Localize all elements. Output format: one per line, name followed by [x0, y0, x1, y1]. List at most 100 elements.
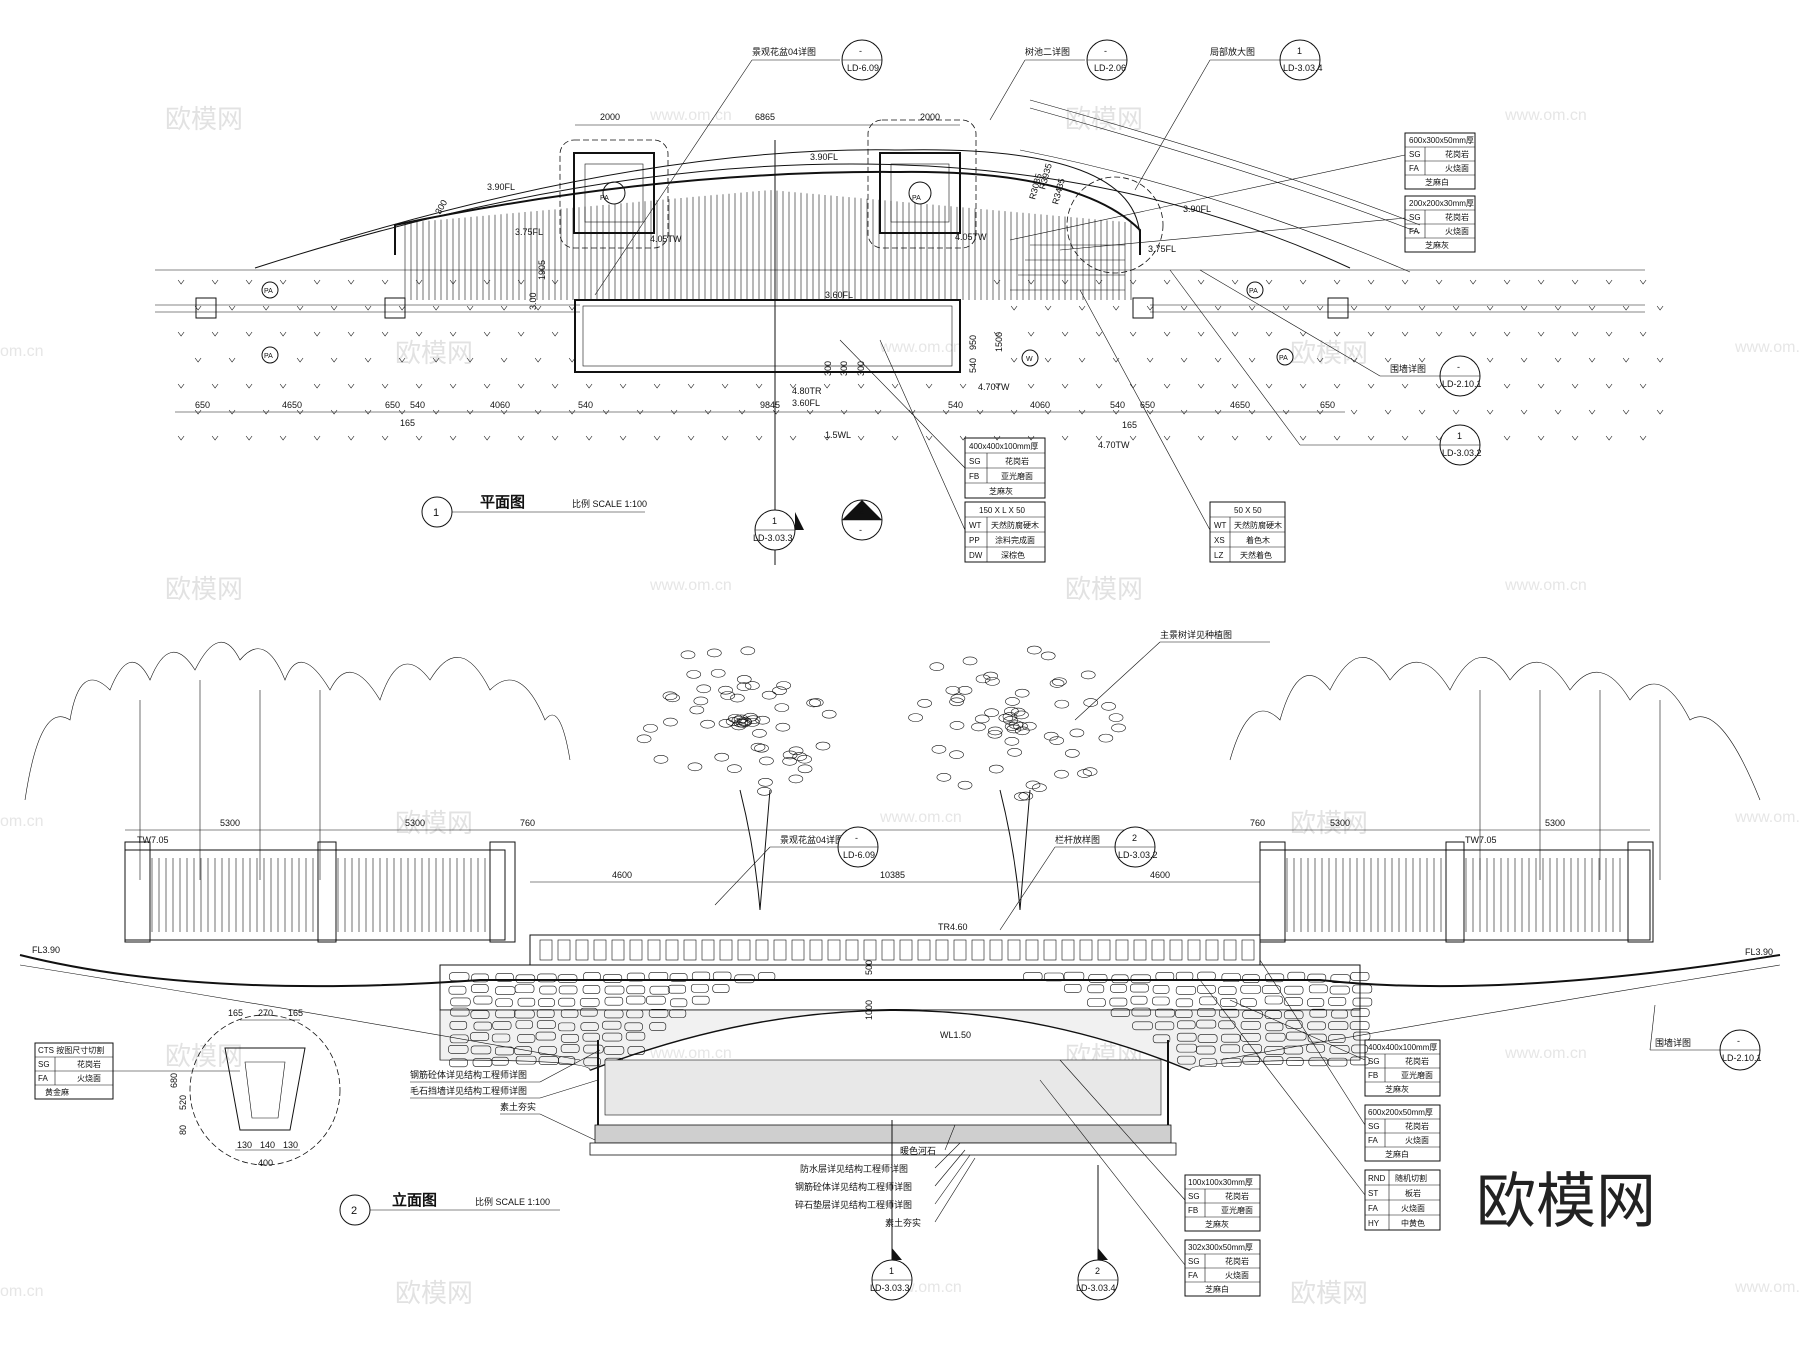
- stone: [690, 983, 709, 993]
- table-cell: WT: [1214, 521, 1227, 530]
- stone: [448, 985, 467, 995]
- level-label: TR4.60: [938, 922, 968, 932]
- stone: [1132, 1021, 1153, 1031]
- table-cell: SG: [1188, 1192, 1200, 1201]
- stone: [1308, 984, 1328, 994]
- table-cell: 花岗岩: [1405, 1121, 1429, 1131]
- leaf: [757, 787, 772, 796]
- hatch-mark: [959, 383, 967, 389]
- table-cell: FB: [1368, 1071, 1378, 1080]
- stone: [1087, 984, 1105, 994]
- stone: [604, 1009, 624, 1019]
- hatch-mark: [925, 435, 933, 441]
- hatch-mark: [1639, 331, 1647, 337]
- section-mark-top: 1: [772, 516, 777, 526]
- hatch-mark: [1554, 409, 1562, 415]
- hatch-mark: [381, 383, 389, 389]
- elevation-bridge: [439, 934, 1373, 1071]
- callout-ref-top: -: [1457, 362, 1460, 372]
- hatch-mark: [1248, 409, 1256, 415]
- hatch-mark: [1112, 409, 1120, 415]
- stone: [1221, 1058, 1242, 1067]
- watermark: 欧模网: [1065, 105, 1143, 135]
- plan-material-table: 200x200x30mm厚 SG 花岗岩 FA 火烧面 芝麻灰: [1404, 195, 1476, 253]
- stone: [602, 1032, 623, 1042]
- baluster: [539, 939, 553, 961]
- plan-planter-right: [879, 152, 961, 234]
- plan-material-table: 50 X 50 WT 天然防腐硬木 XS 着色木 LZ 天然着色: [1209, 501, 1286, 563]
- watermark: 欧模网: [395, 1279, 473, 1309]
- hatch-mark: [347, 435, 355, 441]
- hatch-mark: [313, 435, 321, 441]
- hatch-mark: [1384, 305, 1392, 311]
- callout-ref-bottom: LD-2.10.1: [1442, 379, 1482, 389]
- stone: [604, 985, 625, 995]
- hatch-mark: [1333, 331, 1341, 337]
- stone: [583, 1044, 604, 1054]
- dim-label: 400: [258, 1158, 273, 1168]
- leaf: [686, 670, 702, 679]
- baluster: [809, 939, 823, 961]
- leaf: [1026, 645, 1042, 655]
- leaf: [908, 713, 923, 722]
- elevation-ground-line: [19, 954, 1781, 988]
- table-cell: 花岗岩: [77, 1059, 101, 1069]
- leaf: [815, 741, 831, 751]
- hatch-mark: [534, 305, 542, 311]
- hatch-mark: [687, 435, 695, 441]
- baluster: [899, 939, 913, 961]
- callout-ref-top: -: [1737, 1036, 1740, 1046]
- leaf: [772, 686, 787, 696]
- hatch-mark: [177, 383, 185, 389]
- hatch-mark: [551, 383, 559, 389]
- hatch-mark: [1078, 409, 1086, 415]
- stone: [691, 995, 710, 1005]
- hatch-mark: [398, 357, 406, 363]
- elevation-title: 立面图: [392, 1191, 437, 1209]
- leaf: [1098, 733, 1114, 743]
- stone: [648, 1009, 669, 1018]
- stone: [1110, 1008, 1130, 1017]
- stone: [1199, 996, 1218, 1006]
- leaf: [987, 729, 1003, 739]
- dim-label: 300: [823, 361, 833, 376]
- hatch-mark: [1333, 279, 1341, 285]
- hatch-mark: [568, 409, 576, 415]
- watermark: 欧模网: [165, 575, 243, 605]
- stone: [1218, 1020, 1236, 1030]
- dim-label: 80: [178, 1125, 188, 1135]
- table-cell: 涂料完成面: [995, 535, 1035, 545]
- leaf: [755, 715, 770, 725]
- leaf: [1002, 712, 1018, 721]
- stone: [1329, 1045, 1350, 1054]
- stone: [602, 974, 623, 983]
- hatch-mark: [1537, 435, 1545, 441]
- table-cell: DW: [969, 551, 983, 560]
- table-cell: FA: [1188, 1271, 1198, 1280]
- table-cell: HY: [1368, 1219, 1380, 1228]
- hatch-mark: [1503, 383, 1511, 389]
- leaf: [1015, 726, 1030, 736]
- hatch-mark: [534, 409, 542, 415]
- leaf: [1032, 783, 1047, 792]
- plan-material-table: 600x300x50mm厚 SG 花岗岩 FA 火烧面 芝麻白: [1404, 132, 1476, 190]
- watermark: 欧模网: [1290, 809, 1368, 839]
- table-cell: 花岗岩: [1405, 1056, 1429, 1066]
- stone: [626, 985, 646, 995]
- leaf: [1005, 697, 1020, 706]
- table-cell: 花岗岩: [1005, 456, 1029, 466]
- table-cell: 芝麻灰: [1425, 240, 1449, 250]
- leaf: [949, 721, 965, 730]
- leaf: [643, 723, 658, 733]
- leaf: [945, 686, 961, 695]
- hatch-mark: [1095, 435, 1103, 441]
- plan-title-block: 1 平面图 比例 SCALE 1:100: [421, 494, 647, 528]
- stone: [1307, 1021, 1326, 1031]
- dim-label: 1905: [537, 260, 547, 280]
- table-cell: 芝麻白: [1205, 1284, 1229, 1294]
- stone: [646, 995, 666, 1005]
- baluster: [1061, 939, 1075, 961]
- leaf: [788, 746, 804, 756]
- stone: [514, 1046, 533, 1056]
- leaf: [949, 697, 964, 707]
